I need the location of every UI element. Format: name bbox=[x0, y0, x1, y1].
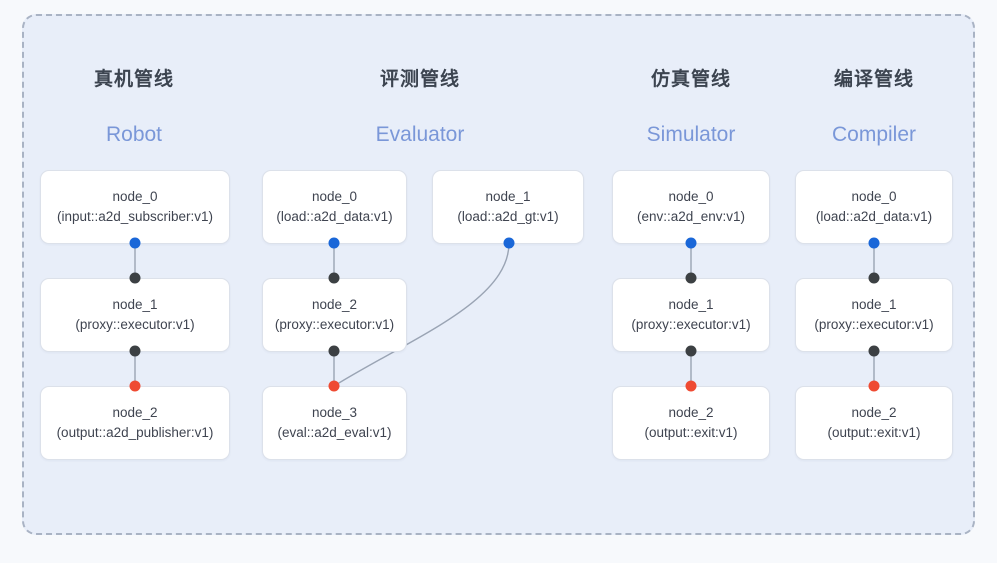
node-name: node_0 bbox=[311, 188, 358, 204]
port-input-dot[interactable] bbox=[129, 345, 141, 357]
column-title-en-compiler: Compiler bbox=[831, 123, 917, 146]
node-type: (output::exit:v1) bbox=[644, 425, 738, 440]
node-name: node_0 bbox=[668, 188, 714, 204]
node-name: node_2 bbox=[668, 404, 714, 420]
port-input-dot[interactable] bbox=[868, 272, 880, 284]
port-input-dot[interactable] bbox=[328, 272, 340, 284]
node-compiler-node_1[interactable]: node_1(proxy::executor:v1) bbox=[795, 278, 953, 352]
node-simulator-node_1[interactable]: node_1(proxy::executor:v1) bbox=[612, 278, 770, 352]
node-type: (load::a2d_data:v1) bbox=[815, 209, 933, 224]
node-robot-node_2[interactable]: node_2(output::a2d_publisher:v1) bbox=[40, 386, 230, 460]
port-input-dot[interactable] bbox=[328, 345, 340, 357]
node-evaluator-node_3[interactable]: node_3(eval::a2d_eval:v1) bbox=[262, 386, 407, 460]
node-type: (proxy::executor:v1) bbox=[631, 317, 751, 332]
node-name: node_2 bbox=[311, 296, 358, 312]
node-name: node_2 bbox=[112, 404, 158, 420]
column-title-cn-simulator: 仿真管线 bbox=[650, 69, 732, 90]
port-output-dot[interactable] bbox=[685, 237, 697, 249]
node-evaluator-node_2[interactable]: node_2(proxy::executor:v1) bbox=[262, 278, 407, 352]
node-type: (proxy::executor:v1) bbox=[814, 317, 934, 332]
node-name: node_1 bbox=[112, 296, 158, 312]
node-type: (output::a2d_publisher:v1) bbox=[56, 425, 214, 440]
node-type: (proxy::executor:v1) bbox=[75, 317, 195, 332]
node-name: node_0 bbox=[112, 188, 158, 204]
node-type: (eval::a2d_eval:v1) bbox=[277, 425, 392, 440]
node-name: node_1 bbox=[485, 188, 531, 204]
node-type: (load::a2d_data:v1) bbox=[276, 209, 393, 224]
port-terminal-dot[interactable] bbox=[328, 380, 340, 392]
port-output-dot[interactable] bbox=[129, 237, 141, 249]
port-input-dot[interactable] bbox=[685, 272, 697, 284]
node-evaluator-node_0[interactable]: node_0(load::a2d_data:v1) bbox=[262, 170, 407, 244]
port-output-dot[interactable] bbox=[868, 237, 880, 249]
node-simulator-node_2[interactable]: node_2(output::exit:v1) bbox=[612, 386, 770, 460]
node-name: node_1 bbox=[668, 296, 714, 312]
port-terminal-dot[interactable] bbox=[685, 380, 697, 392]
port-output-dot[interactable] bbox=[503, 237, 515, 249]
node-name: node_0 bbox=[851, 188, 897, 204]
node-type: (env::a2d_env:v1) bbox=[636, 209, 746, 224]
node-compiler-node_2[interactable]: node_2(output::exit:v1) bbox=[795, 386, 953, 460]
port-input-dot[interactable] bbox=[129, 272, 141, 284]
node-compiler-node_0[interactable]: node_0(load::a2d_data:v1) bbox=[795, 170, 953, 244]
node-name: node_2 bbox=[851, 404, 897, 420]
port-terminal-dot[interactable] bbox=[129, 380, 141, 392]
column-title-en-evaluator: Evaluator bbox=[375, 123, 465, 146]
node-simulator-node_0[interactable]: node_0(env::a2d_env:v1) bbox=[612, 170, 770, 244]
port-input-dot[interactable] bbox=[868, 345, 880, 357]
node-name: node_3 bbox=[311, 404, 358, 420]
column-title-cn-evaluator: 评测管线 bbox=[379, 69, 461, 90]
node-name: node_1 bbox=[851, 296, 897, 312]
port-input-dot[interactable] bbox=[685, 345, 697, 357]
column-title-cn-compiler: 编译管线 bbox=[833, 69, 915, 90]
node-type: (proxy::executor:v1) bbox=[274, 317, 395, 332]
node-robot-node_0[interactable]: node_0(input::a2d_subscriber:v1) bbox=[40, 170, 230, 244]
column-title-en-simulator: Simulator bbox=[646, 123, 736, 146]
node-type: (load::a2d_gt:v1) bbox=[457, 209, 559, 224]
node-type: (output::exit:v1) bbox=[827, 425, 921, 440]
node-evaluator-node_1[interactable]: node_1(load::a2d_gt:v1) bbox=[432, 170, 584, 244]
port-output-dot[interactable] bbox=[328, 237, 340, 249]
port-terminal-dot[interactable] bbox=[868, 380, 880, 392]
column-title-cn-robot: 真机管线 bbox=[93, 69, 175, 90]
column-title-en-robot: Robot bbox=[105, 123, 163, 146]
node-type: (input::a2d_subscriber:v1) bbox=[56, 209, 214, 224]
node-robot-node_1[interactable]: node_1(proxy::executor:v1) bbox=[40, 278, 230, 352]
